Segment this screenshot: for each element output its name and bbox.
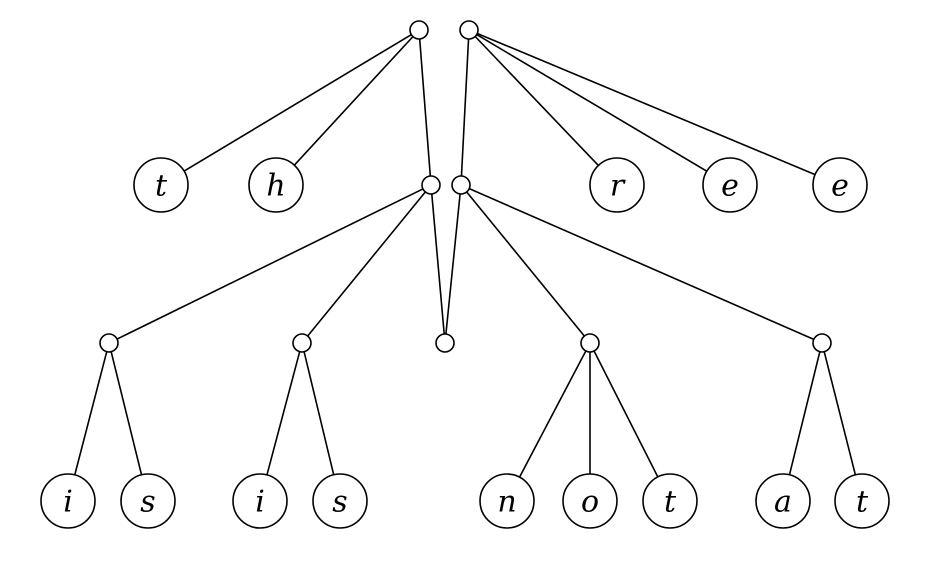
tree-leaf-node-t[interactable]: t — [642, 473, 698, 529]
node-circle[interactable] — [580, 333, 600, 353]
node-circle[interactable] — [479, 473, 535, 529]
node-label: n — [497, 485, 516, 520]
node-label: s — [140, 485, 155, 520]
tree-edge — [110, 350, 143, 476]
tree-edge — [475, 33, 708, 173]
tree-leaf-node-s[interactable]: s — [120, 473, 176, 529]
tree-edge — [303, 350, 335, 476]
tree-edge — [73, 350, 108, 476]
tree-internal-node[interactable] — [292, 333, 312, 353]
tree-leaf-node-e[interactable]: e — [702, 157, 758, 213]
node-circle[interactable] — [312, 473, 368, 529]
node-label: t — [664, 485, 677, 520]
tree-edge — [306, 191, 427, 337]
tree-edge — [465, 191, 586, 337]
tree-leaf-node-r[interactable]: r — [589, 157, 645, 213]
node-circle[interactable] — [702, 157, 758, 213]
node-circle[interactable] — [642, 473, 698, 529]
node-label: i — [255, 485, 265, 520]
node-circle[interactable] — [812, 333, 832, 353]
node-circle[interactable] — [40, 473, 96, 529]
node-label: e — [721, 169, 739, 204]
node-circle[interactable] — [99, 333, 119, 353]
node-circle[interactable] — [232, 473, 288, 529]
tree-edge — [460, 38, 470, 177]
tree-edge — [593, 350, 659, 478]
tree-leaf-node-h[interactable]: h — [248, 157, 304, 213]
node-circle[interactable] — [435, 333, 455, 353]
node-circle[interactable] — [755, 473, 811, 529]
node-label: i — [63, 485, 73, 520]
tree-internal-node[interactable] — [99, 333, 119, 353]
tree-internal-node[interactable] — [451, 175, 471, 195]
node-label: o — [581, 485, 599, 520]
node-circle[interactable] — [834, 473, 890, 529]
node-circle[interactable] — [120, 473, 176, 529]
tree-internal-node[interactable] — [812, 333, 832, 353]
tree-internal-node[interactable] — [409, 20, 429, 40]
tree-internal-node[interactable] — [580, 333, 600, 353]
tree-edge — [183, 33, 413, 172]
tree-edge — [823, 350, 857, 476]
node-circle[interactable] — [248, 157, 304, 213]
tree-leaf-node-e[interactable]: e — [812, 157, 868, 213]
tree-edge — [418, 38, 432, 177]
tree-leaf-node-t[interactable]: t — [133, 157, 189, 213]
tree-leaf-node-i[interactable]: i — [232, 473, 288, 529]
node-circle[interactable] — [292, 333, 312, 353]
tree-internal-node[interactable] — [459, 20, 479, 40]
node-circle[interactable] — [589, 157, 645, 213]
tree-internal-node[interactable] — [421, 175, 441, 195]
tree-internal-node[interactable] — [435, 333, 455, 353]
node-circle[interactable] — [812, 157, 868, 213]
node-label: h — [266, 169, 285, 204]
tree-edge — [788, 350, 821, 476]
edges-layer — [73, 32, 857, 478]
tree-edge — [474, 35, 600, 167]
node-circle[interactable] — [451, 175, 471, 195]
node-label: t — [856, 485, 869, 520]
tree-edge — [293, 35, 414, 166]
tree-edge — [476, 32, 816, 176]
tree-leaf-node-n[interactable]: n — [479, 473, 535, 529]
node-circle[interactable] — [562, 473, 618, 529]
tree-leaf-node-o[interactable]: o — [562, 473, 618, 529]
tree-leaf-node-s[interactable]: s — [312, 473, 368, 529]
node-circle[interactable] — [409, 20, 429, 40]
tree-leaf-node-t[interactable]: t — [834, 473, 890, 529]
node-label: t — [155, 169, 168, 204]
tree-leaf-node-i[interactable]: i — [40, 473, 96, 529]
node-label: r — [610, 169, 626, 204]
node-circle[interactable] — [421, 175, 441, 195]
tree-edge — [430, 193, 446, 335]
nodes-layer: t h r e e i s i s n o t a t — [40, 20, 890, 529]
node-circle[interactable] — [133, 157, 189, 213]
tree-edge — [266, 350, 301, 476]
tree-edge — [468, 187, 815, 341]
tree-edge — [116, 188, 424, 340]
node-label: e — [831, 169, 849, 204]
node-circle[interactable] — [459, 20, 479, 40]
tree-leaf-node-a[interactable]: a — [755, 473, 811, 529]
node-label: a — [774, 485, 792, 520]
tree-edge — [445, 193, 461, 335]
node-label: s — [332, 485, 347, 520]
tree-edge — [518, 350, 587, 478]
